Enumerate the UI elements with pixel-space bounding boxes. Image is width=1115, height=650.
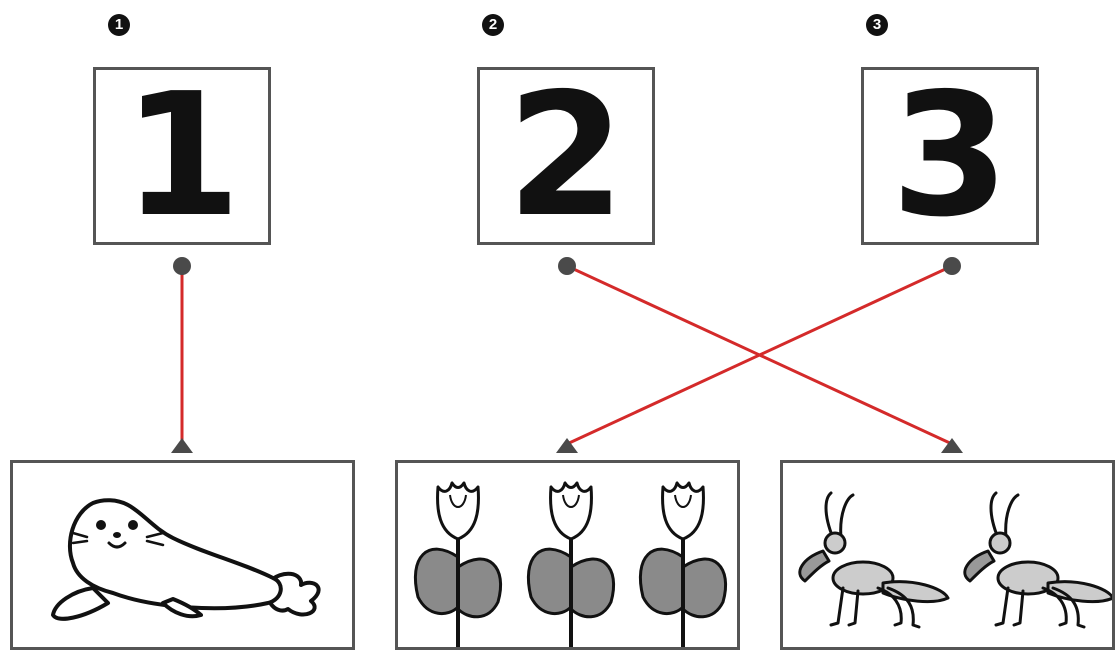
connector-dot-1[interactable] [173, 257, 191, 275]
connector-arrow-seal[interactable] [171, 438, 193, 453]
connector-dot-3[interactable] [943, 257, 961, 275]
connector-dot-2[interactable] [558, 257, 576, 275]
